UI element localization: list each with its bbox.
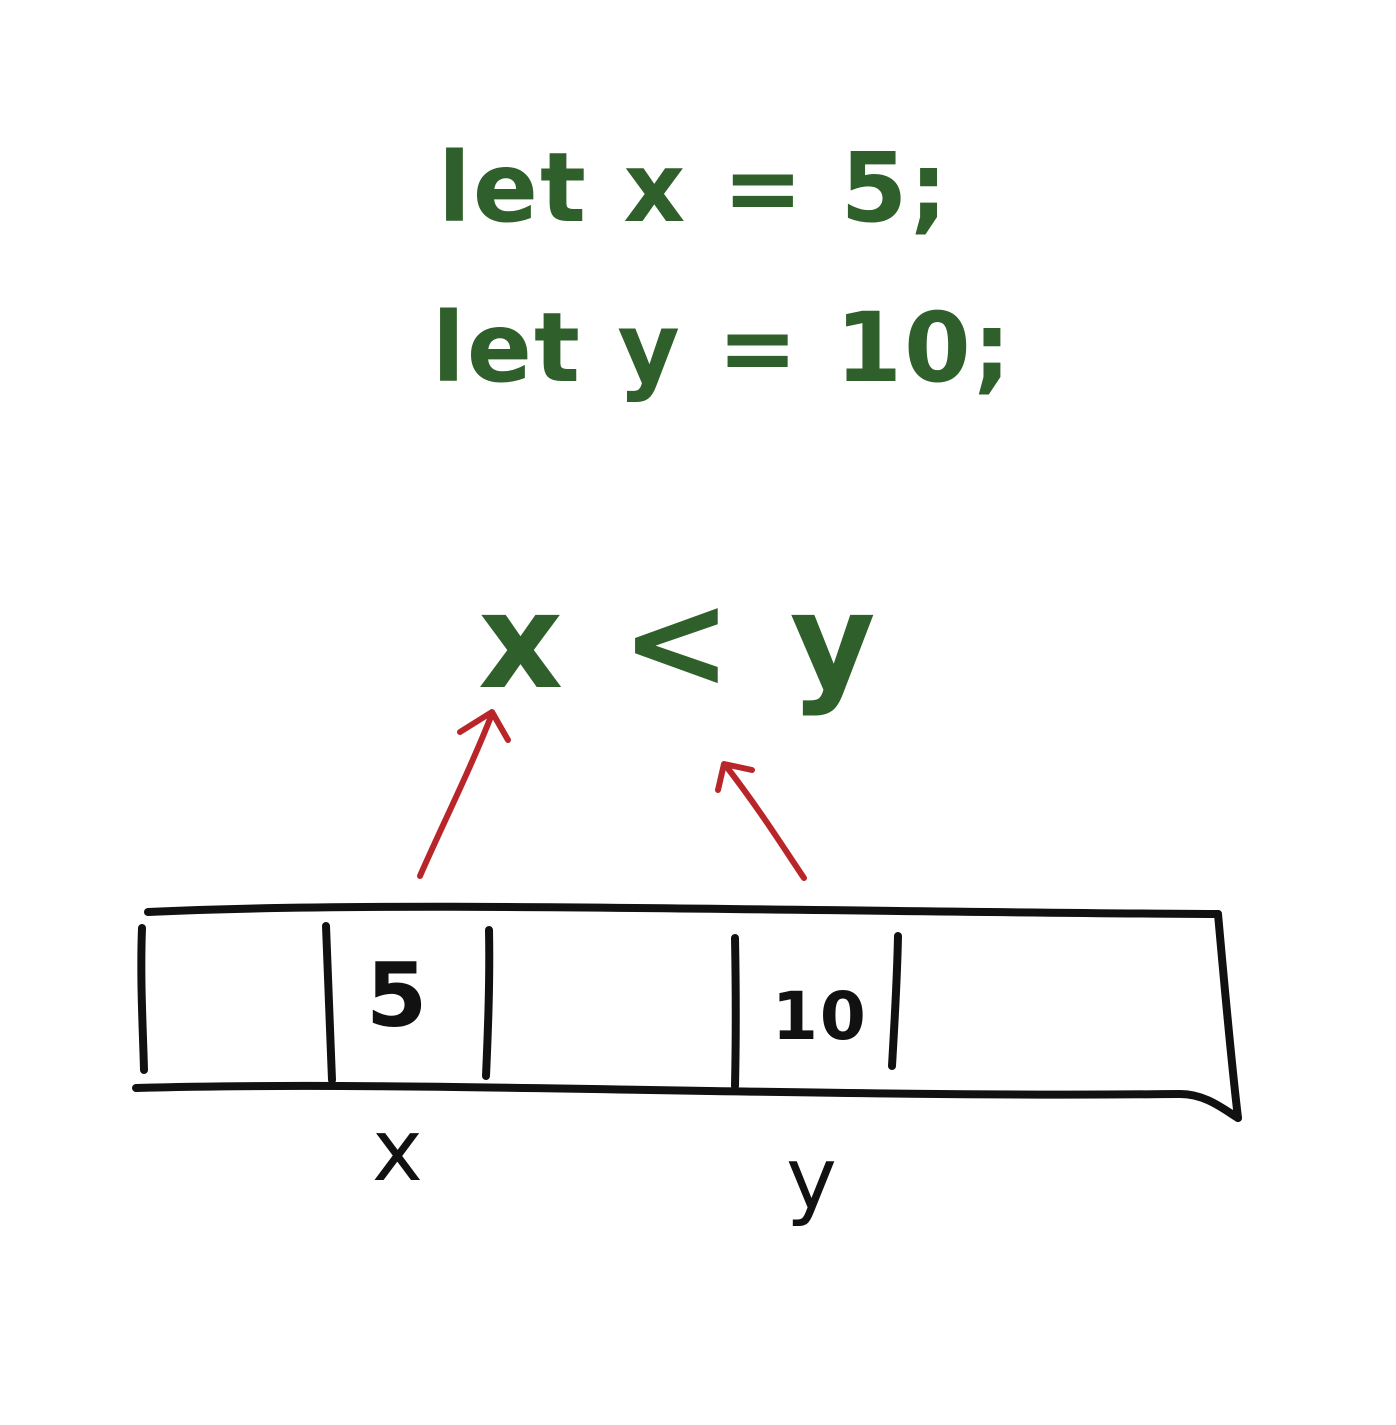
memory-strip-left-edge (137, 924, 148, 1074)
variable-label-x: x (372, 1101, 423, 1201)
cell-divider (322, 922, 336, 1084)
code-line-let-y: let y = 10; (432, 292, 1014, 404)
cell-divider (482, 926, 494, 1080)
cell-divider (888, 932, 902, 1070)
memory-strip-top-edge (144, 902, 1222, 918)
code-line-let-x: let x = 5; (438, 132, 950, 244)
comparison-expression: x < y (478, 565, 882, 719)
variable-label-y: y (786, 1129, 837, 1229)
memory-cell-value: 10 (772, 978, 868, 1055)
memory-cell-value: 5 (366, 944, 428, 1047)
arrow-up-icon (715, 761, 807, 881)
arrow-up-icon (417, 709, 511, 879)
memory-strip-right-edge (1214, 910, 1242, 1122)
memory-strip-bottom-edge (132, 1081, 1242, 1122)
cell-divider (731, 934, 740, 1090)
